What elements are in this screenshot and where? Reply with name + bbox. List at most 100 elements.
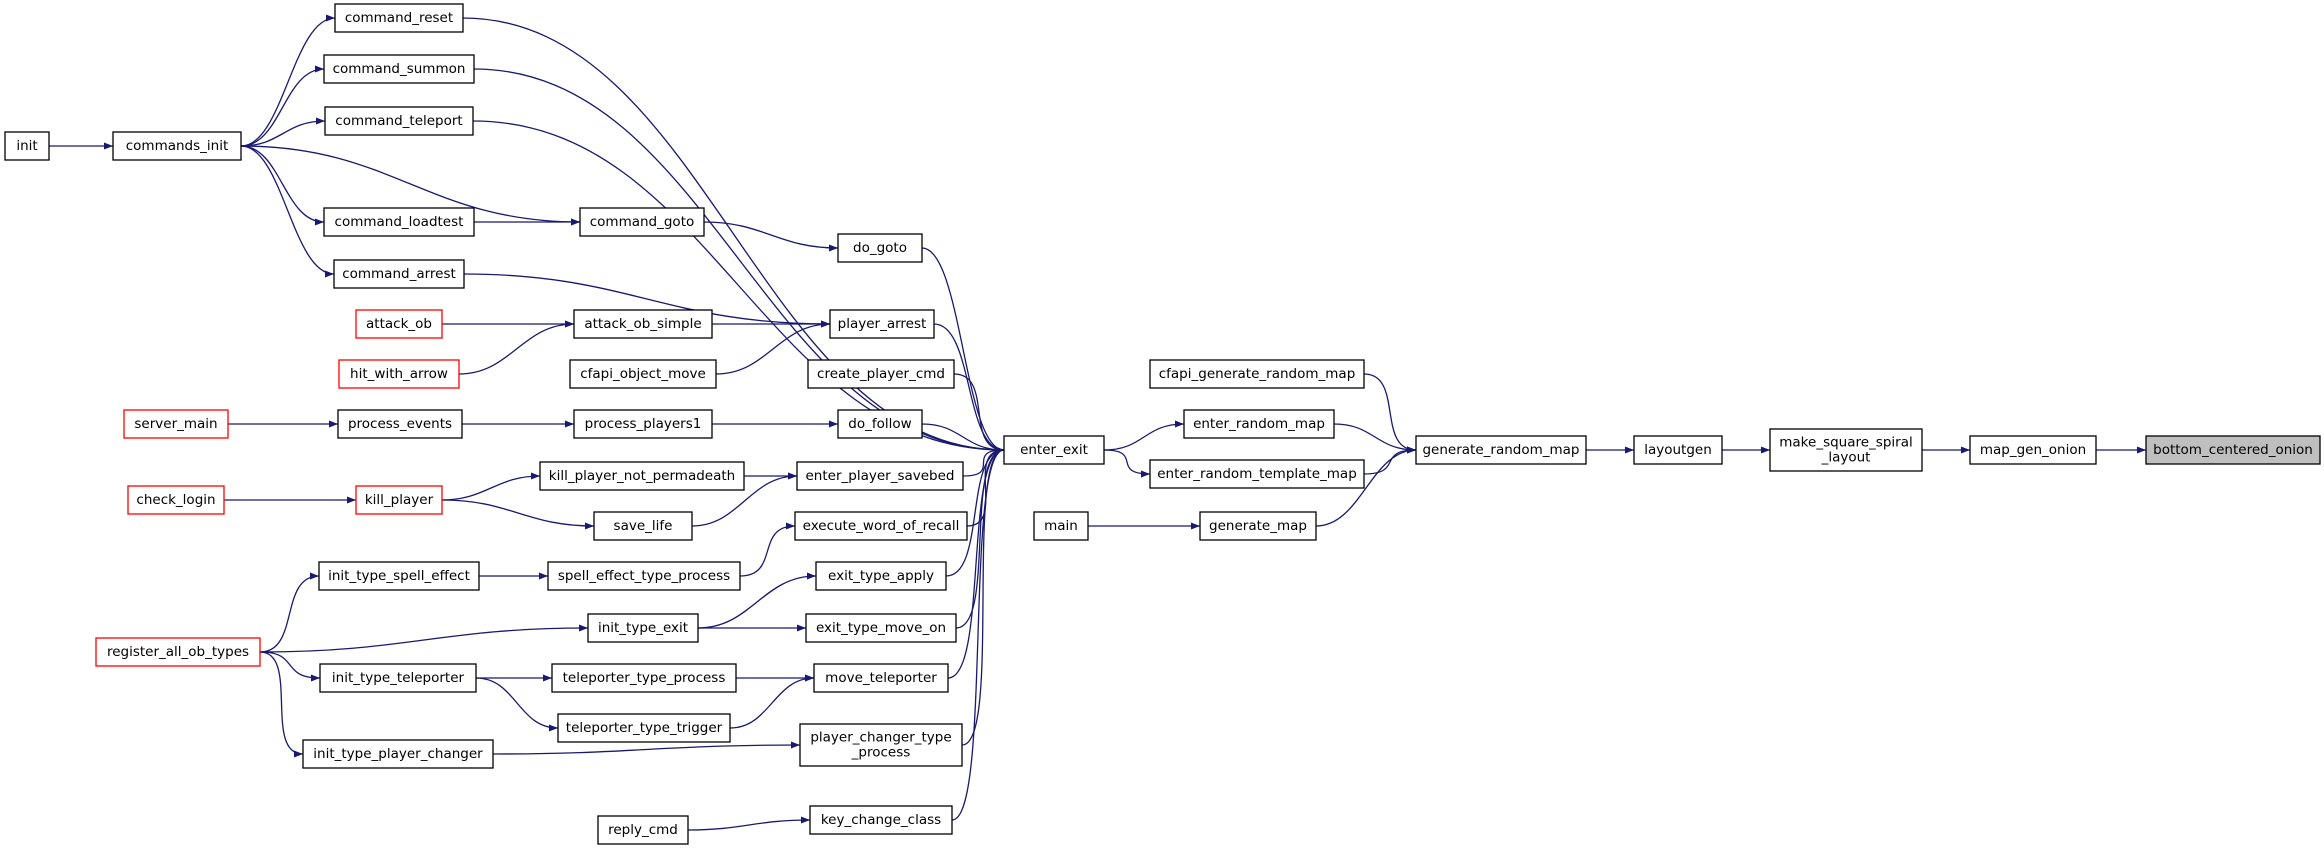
node-process-players1[interactable]: process_players1: [573, 409, 713, 439]
node-spell-effect-type-process[interactable]: spell_effect_type_process: [547, 561, 741, 591]
node-init-type-spell-effect[interactable]: init_type_spell_effect: [318, 561, 480, 591]
node-move-teleporter[interactable]: move_teleporter: [813, 663, 949, 693]
node-hit-with-arrow[interactable]: hit_with_arrow: [338, 359, 460, 389]
node-init-type-teleporter[interactable]: init_type_teleporter: [319, 663, 477, 693]
edge-cfapi-object-move-to-player-arrest: [715, 320, 831, 375]
node-label: enter_random_map: [1193, 416, 1325, 432]
node-box: [547, 561, 741, 591]
edge-do-goto-to-enter-exit: [921, 247, 1005, 454]
edge-kill-player-to-kill-player-not-permadeath: [441, 472, 541, 501]
node-exit-type-move-on[interactable]: exit_type_move_on: [805, 613, 957, 643]
node-label: kill_player: [365, 492, 434, 508]
node-box: [334, 3, 464, 33]
node-make-square-spiral-layout[interactable]: make_square_spiral_layout: [1769, 428, 1923, 472]
node-kill-player[interactable]: kill_player: [355, 485, 443, 515]
node-create-player-cmd[interactable]: create_player_cmd: [807, 359, 955, 389]
node-generate-random-map[interactable]: generate_random_map: [1415, 435, 1587, 465]
node-exit-type-apply[interactable]: exit_type_apply: [815, 561, 947, 591]
node-player-arrest[interactable]: player_arrest: [829, 309, 935, 339]
node-attack-ob[interactable]: attack_ob: [355, 309, 443, 339]
node-label: process_players1: [585, 416, 702, 432]
node-player-changer-type-process[interactable]: player_changer_type_process: [799, 723, 963, 767]
node-bottom-centered-onion[interactable]: bottom_centered_onion: [2145, 435, 2321, 465]
node-layoutgen[interactable]: layoutgen: [1633, 435, 1723, 465]
edge-player-arrest-to-enter-exit: [933, 323, 1005, 454]
node-server-main[interactable]: server_main: [123, 409, 229, 439]
node-process-events[interactable]: process_events: [337, 409, 463, 439]
node-label: command_reset: [345, 10, 453, 26]
node-label: command_goto: [590, 214, 695, 230]
node-label: command_teleport: [335, 113, 462, 129]
node-command-summon[interactable]: command_summon: [323, 54, 475, 84]
node-label: command_summon: [333, 61, 466, 77]
node-attack-ob-simple[interactable]: attack_ob_simple: [573, 309, 713, 339]
node-generate-map[interactable]: generate_map: [1199, 511, 1317, 541]
node-box: [323, 207, 475, 237]
node-box: [805, 613, 957, 643]
node-box: [112, 131, 242, 161]
edge-cfapi-generate-random-map-to-generate-random-map: [1363, 373, 1417, 454]
node-box: [338, 359, 460, 389]
node-register-all-ob-types[interactable]: register_all_ob_types: [95, 637, 261, 667]
node-label: cfapi_object_move: [580, 366, 706, 382]
node-label: init_type_teleporter: [332, 670, 465, 686]
node-box: [837, 409, 923, 439]
node-box: [597, 815, 689, 845]
node-label: do_follow: [848, 416, 911, 432]
edge-do-follow-to-enter-exit: [921, 423, 1005, 454]
node-label: save_life: [614, 518, 673, 534]
node-commands-init[interactable]: commands_init: [112, 131, 242, 161]
node-do-goto[interactable]: do_goto: [837, 233, 923, 263]
node-kill-player-not-permadeath[interactable]: kill_player_not_permadeath: [539, 461, 745, 491]
node-cfapi-object-move[interactable]: cfapi_object_move: [569, 359, 717, 389]
edge-kill-player-to-save-life: [441, 499, 595, 530]
node-cfapi-generate-random-map[interactable]: cfapi_generate_random_map: [1149, 359, 1365, 389]
edge-key-change-class-to-enter-exit: [951, 446, 1005, 821]
node-teleporter-type-process[interactable]: teleporter_type_process: [551, 663, 737, 693]
node-init-type-exit[interactable]: init_type_exit: [587, 613, 699, 643]
node-reply-cmd[interactable]: reply_cmd: [597, 815, 689, 845]
node-enter-exit[interactable]: enter_exit: [1003, 435, 1105, 465]
node-label: init_type_exit: [598, 620, 688, 636]
edge-save-life-to-enter-player-savebed: [691, 472, 798, 527]
node-label: map_gen_onion: [1980, 442, 2086, 458]
node-save-life[interactable]: save_life: [593, 511, 693, 541]
node-do-follow[interactable]: do_follow: [837, 409, 923, 439]
node-box: [324, 106, 474, 136]
node-init[interactable]: init: [4, 131, 50, 161]
node-label: enter_player_savebed: [806, 468, 955, 484]
node-box: [829, 309, 935, 339]
node-label: cfapi_generate_random_map: [1159, 366, 1356, 382]
node-command-reset[interactable]: command_reset: [334, 3, 464, 33]
node-box: [539, 461, 745, 491]
node-key-change-class[interactable]: key_change_class: [809, 805, 953, 835]
node-box: [1183, 409, 1335, 439]
node-execute-word-of-recall[interactable]: execute_word_of_recall: [794, 511, 968, 541]
node-box: [569, 359, 717, 389]
node-enter-random-map[interactable]: enter_random_map: [1183, 409, 1335, 439]
node-label: register_all_ob_types: [107, 644, 249, 660]
node-box: [557, 713, 731, 743]
edge-exit-type-apply-to-enter-exit: [945, 446, 1005, 577]
node-box: [1149, 359, 1365, 389]
node-command-teleport[interactable]: command_teleport: [324, 106, 474, 136]
node-main[interactable]: main: [1033, 511, 1089, 541]
node-check-login[interactable]: check_login: [127, 485, 225, 515]
node-command-arrest[interactable]: command_arrest: [333, 259, 465, 289]
edge-command-goto-to-do-goto: [703, 221, 839, 252]
node-map-gen-onion[interactable]: map_gen_onion: [1969, 435, 2097, 465]
node-box: [815, 561, 947, 591]
node-label: commands_init: [126, 138, 229, 154]
node-label: attack_ob: [366, 316, 432, 332]
node-label: do_goto: [853, 240, 907, 256]
node-box: [318, 561, 480, 591]
node-command-loadtest[interactable]: command_loadtest: [323, 207, 475, 237]
node-enter-player-savebed[interactable]: enter_player_savebed: [796, 461, 964, 491]
node-teleporter-type-trigger[interactable]: teleporter_type_trigger: [557, 713, 731, 743]
node-init-type-player-changer[interactable]: init_type_player_changer: [302, 739, 494, 769]
node-box: [799, 723, 963, 767]
node-command-goto[interactable]: command_goto: [579, 207, 705, 237]
node-enter-random-template-map[interactable]: enter_random_template_map: [1149, 459, 1365, 489]
node-box: [323, 54, 475, 84]
